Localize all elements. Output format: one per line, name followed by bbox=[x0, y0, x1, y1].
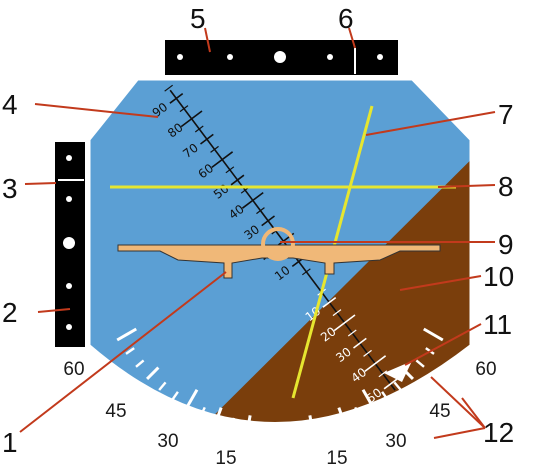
bank-angle-label: 15 bbox=[215, 448, 236, 469]
bank-tick bbox=[184, 389, 199, 410]
left-scale-dot bbox=[66, 283, 72, 289]
pitch-scale-axis bbox=[169, 89, 396, 391]
top-scale-dot bbox=[227, 54, 233, 60]
callout-4: 4 bbox=[2, 89, 18, 120]
callout-5: 5 bbox=[190, 3, 206, 34]
callout-leader-line bbox=[37, 308, 71, 313]
left-scale-dot bbox=[66, 196, 72, 202]
bank-tick bbox=[294, 423, 298, 434]
bank-angle-label: 60 bbox=[475, 359, 496, 380]
pitch-minor-tick bbox=[164, 84, 174, 92]
top-scale-dot bbox=[327, 54, 333, 60]
pitch-minor-tick bbox=[378, 370, 388, 378]
callout-leader-line bbox=[365, 111, 496, 136]
bank-angle-scale: 60 45 30 15 15 30 45 60 bbox=[63, 327, 497, 469]
pitch-minor-tick bbox=[194, 125, 204, 133]
pitch-tick bbox=[230, 174, 245, 186]
callout-leader-line bbox=[348, 27, 356, 49]
top-scale-dots bbox=[177, 51, 383, 63]
bank-tick bbox=[393, 381, 402, 391]
callout-6: 6 bbox=[338, 3, 354, 34]
callout-11: 11 bbox=[483, 309, 512, 340]
callout-leader-line bbox=[204, 27, 211, 53]
pitch-tick bbox=[211, 151, 234, 169]
aircraft-wings bbox=[117, 244, 441, 279]
bank-angle-label: 60 bbox=[63, 359, 84, 380]
callout-leader-line bbox=[404, 323, 482, 366]
bank-tick bbox=[262, 423, 266, 434]
pitch-minor-tick bbox=[347, 329, 357, 337]
pitch-tick bbox=[333, 314, 356, 332]
bank-angle-label: 30 bbox=[385, 431, 406, 452]
bank-angle-label: 15 bbox=[326, 448, 347, 469]
pitch-minor-tick bbox=[256, 207, 265, 215]
callout-8: 8 bbox=[498, 171, 514, 202]
left-scale-dot bbox=[63, 237, 75, 249]
callout-leader-line bbox=[461, 397, 486, 429]
pitch-tick bbox=[169, 92, 184, 104]
pitch-tick bbox=[364, 355, 387, 373]
callout-leader-line bbox=[399, 275, 482, 291]
left-scale-dot bbox=[66, 324, 72, 330]
bank-tick bbox=[324, 417, 330, 428]
callout-leader-line bbox=[24, 182, 57, 185]
pitch-minor-tick bbox=[210, 145, 219, 153]
bank-tick bbox=[308, 415, 315, 432]
bank-tick bbox=[135, 359, 145, 368]
pitch-tick bbox=[322, 296, 337, 308]
bank-tick bbox=[171, 391, 179, 401]
bank-tick bbox=[423, 327, 444, 342]
callout-10: 10 bbox=[483, 261, 514, 292]
top-scale-dot bbox=[274, 51, 286, 63]
pitch-minor-tick bbox=[332, 309, 342, 317]
callout-leader-line bbox=[437, 184, 496, 188]
pitch-tick bbox=[261, 215, 275, 227]
callout-1: 1 bbox=[2, 427, 18, 458]
callout-3: 3 bbox=[2, 173, 18, 204]
callout-2: 2 bbox=[2, 297, 18, 328]
bank-tick bbox=[354, 406, 361, 417]
bank-pointer-triangle bbox=[384, 361, 412, 382]
top-scale-dot bbox=[177, 54, 183, 60]
bank-tick bbox=[337, 407, 346, 424]
bank-angle-label: 45 bbox=[429, 401, 450, 422]
callout-leader-line bbox=[19, 271, 227, 433]
bank-tick bbox=[245, 415, 252, 432]
bank-tick bbox=[199, 406, 206, 417]
pitch-tick bbox=[180, 110, 203, 128]
pitch-minor-tick bbox=[179, 105, 189, 113]
callout-7: 7 bbox=[498, 99, 514, 130]
callout-leader-line bbox=[433, 427, 486, 439]
flight-path-vector-circle bbox=[261, 227, 295, 261]
pitch-tick bbox=[200, 133, 214, 145]
bank-tick bbox=[361, 389, 376, 410]
callout-leader-line bbox=[430, 376, 486, 429]
bank-angle-label: 45 bbox=[105, 401, 126, 422]
pitch-tick bbox=[353, 337, 367, 349]
display-frame bbox=[89, 79, 471, 423]
bank-tick bbox=[125, 347, 135, 355]
pitch-minor-tick bbox=[363, 349, 372, 357]
left-scale-dot bbox=[66, 155, 72, 161]
bank-tick bbox=[158, 381, 167, 391]
aircraft-symbol bbox=[117, 244, 441, 279]
pitch-tick bbox=[383, 378, 398, 390]
callout-12: 12 bbox=[483, 417, 514, 448]
bank-tick bbox=[381, 391, 389, 401]
bank-tick bbox=[415, 359, 425, 368]
callout-9: 9 bbox=[498, 229, 514, 260]
bank-angle-label: 30 bbox=[157, 431, 178, 452]
pitch-tick bbox=[241, 191, 264, 209]
callout-leader-lines bbox=[19, 27, 496, 439]
top-scale-dot bbox=[377, 54, 383, 60]
callout-leader-line bbox=[34, 103, 159, 118]
pitch-minor-tick bbox=[301, 268, 311, 276]
left-scale-dots bbox=[63, 155, 75, 330]
bank-tick bbox=[214, 407, 223, 424]
bank-tick bbox=[116, 327, 137, 342]
bank-tick bbox=[230, 417, 236, 428]
bank-tick bbox=[146, 366, 160, 380]
pitch-minor-tick bbox=[225, 166, 235, 174]
